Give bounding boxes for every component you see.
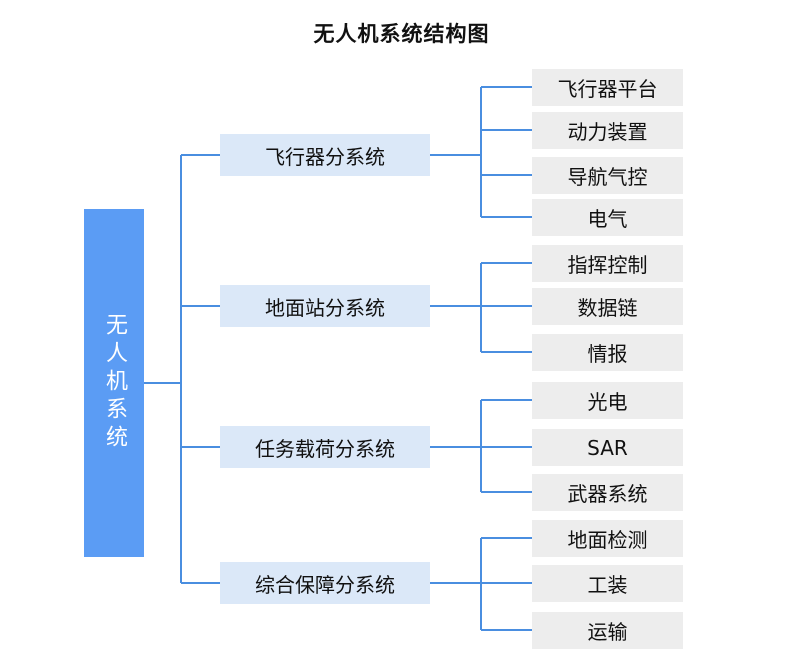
leaf-node: 武器系统 — [532, 474, 683, 511]
subsystem-node-payload: 任务载荷分系统 — [220, 426, 430, 468]
subsystem-node-ground-station: 地面站分系统 — [220, 285, 430, 327]
subsystem-node-support: 综合保障分系统 — [220, 562, 430, 604]
leaf-node: 地面检测 — [532, 520, 683, 557]
leaf-node: 指挥控制 — [532, 245, 683, 282]
leaf-node: 运输 — [532, 612, 683, 649]
diagram-title: 无人机系统结构图 — [313, 22, 490, 46]
leaf-node: 光电 — [532, 382, 683, 419]
leaf-node: 数据链 — [532, 288, 683, 325]
root-node: 无人机系统 — [84, 209, 144, 557]
leaf-node: 导航气控 — [532, 157, 683, 194]
subsystem-node-aircraft: 飞行器分系统 — [220, 134, 430, 176]
root-label: 无人机系统 — [102, 313, 127, 453]
leaf-node: 电气 — [532, 199, 683, 236]
leaf-node: 工装 — [532, 565, 683, 602]
leaf-node: 动力装置 — [532, 112, 683, 149]
leaf-node: SAR — [532, 429, 683, 466]
leaf-node: 飞行器平台 — [532, 69, 683, 106]
leaf-node: 情报 — [532, 334, 683, 371]
